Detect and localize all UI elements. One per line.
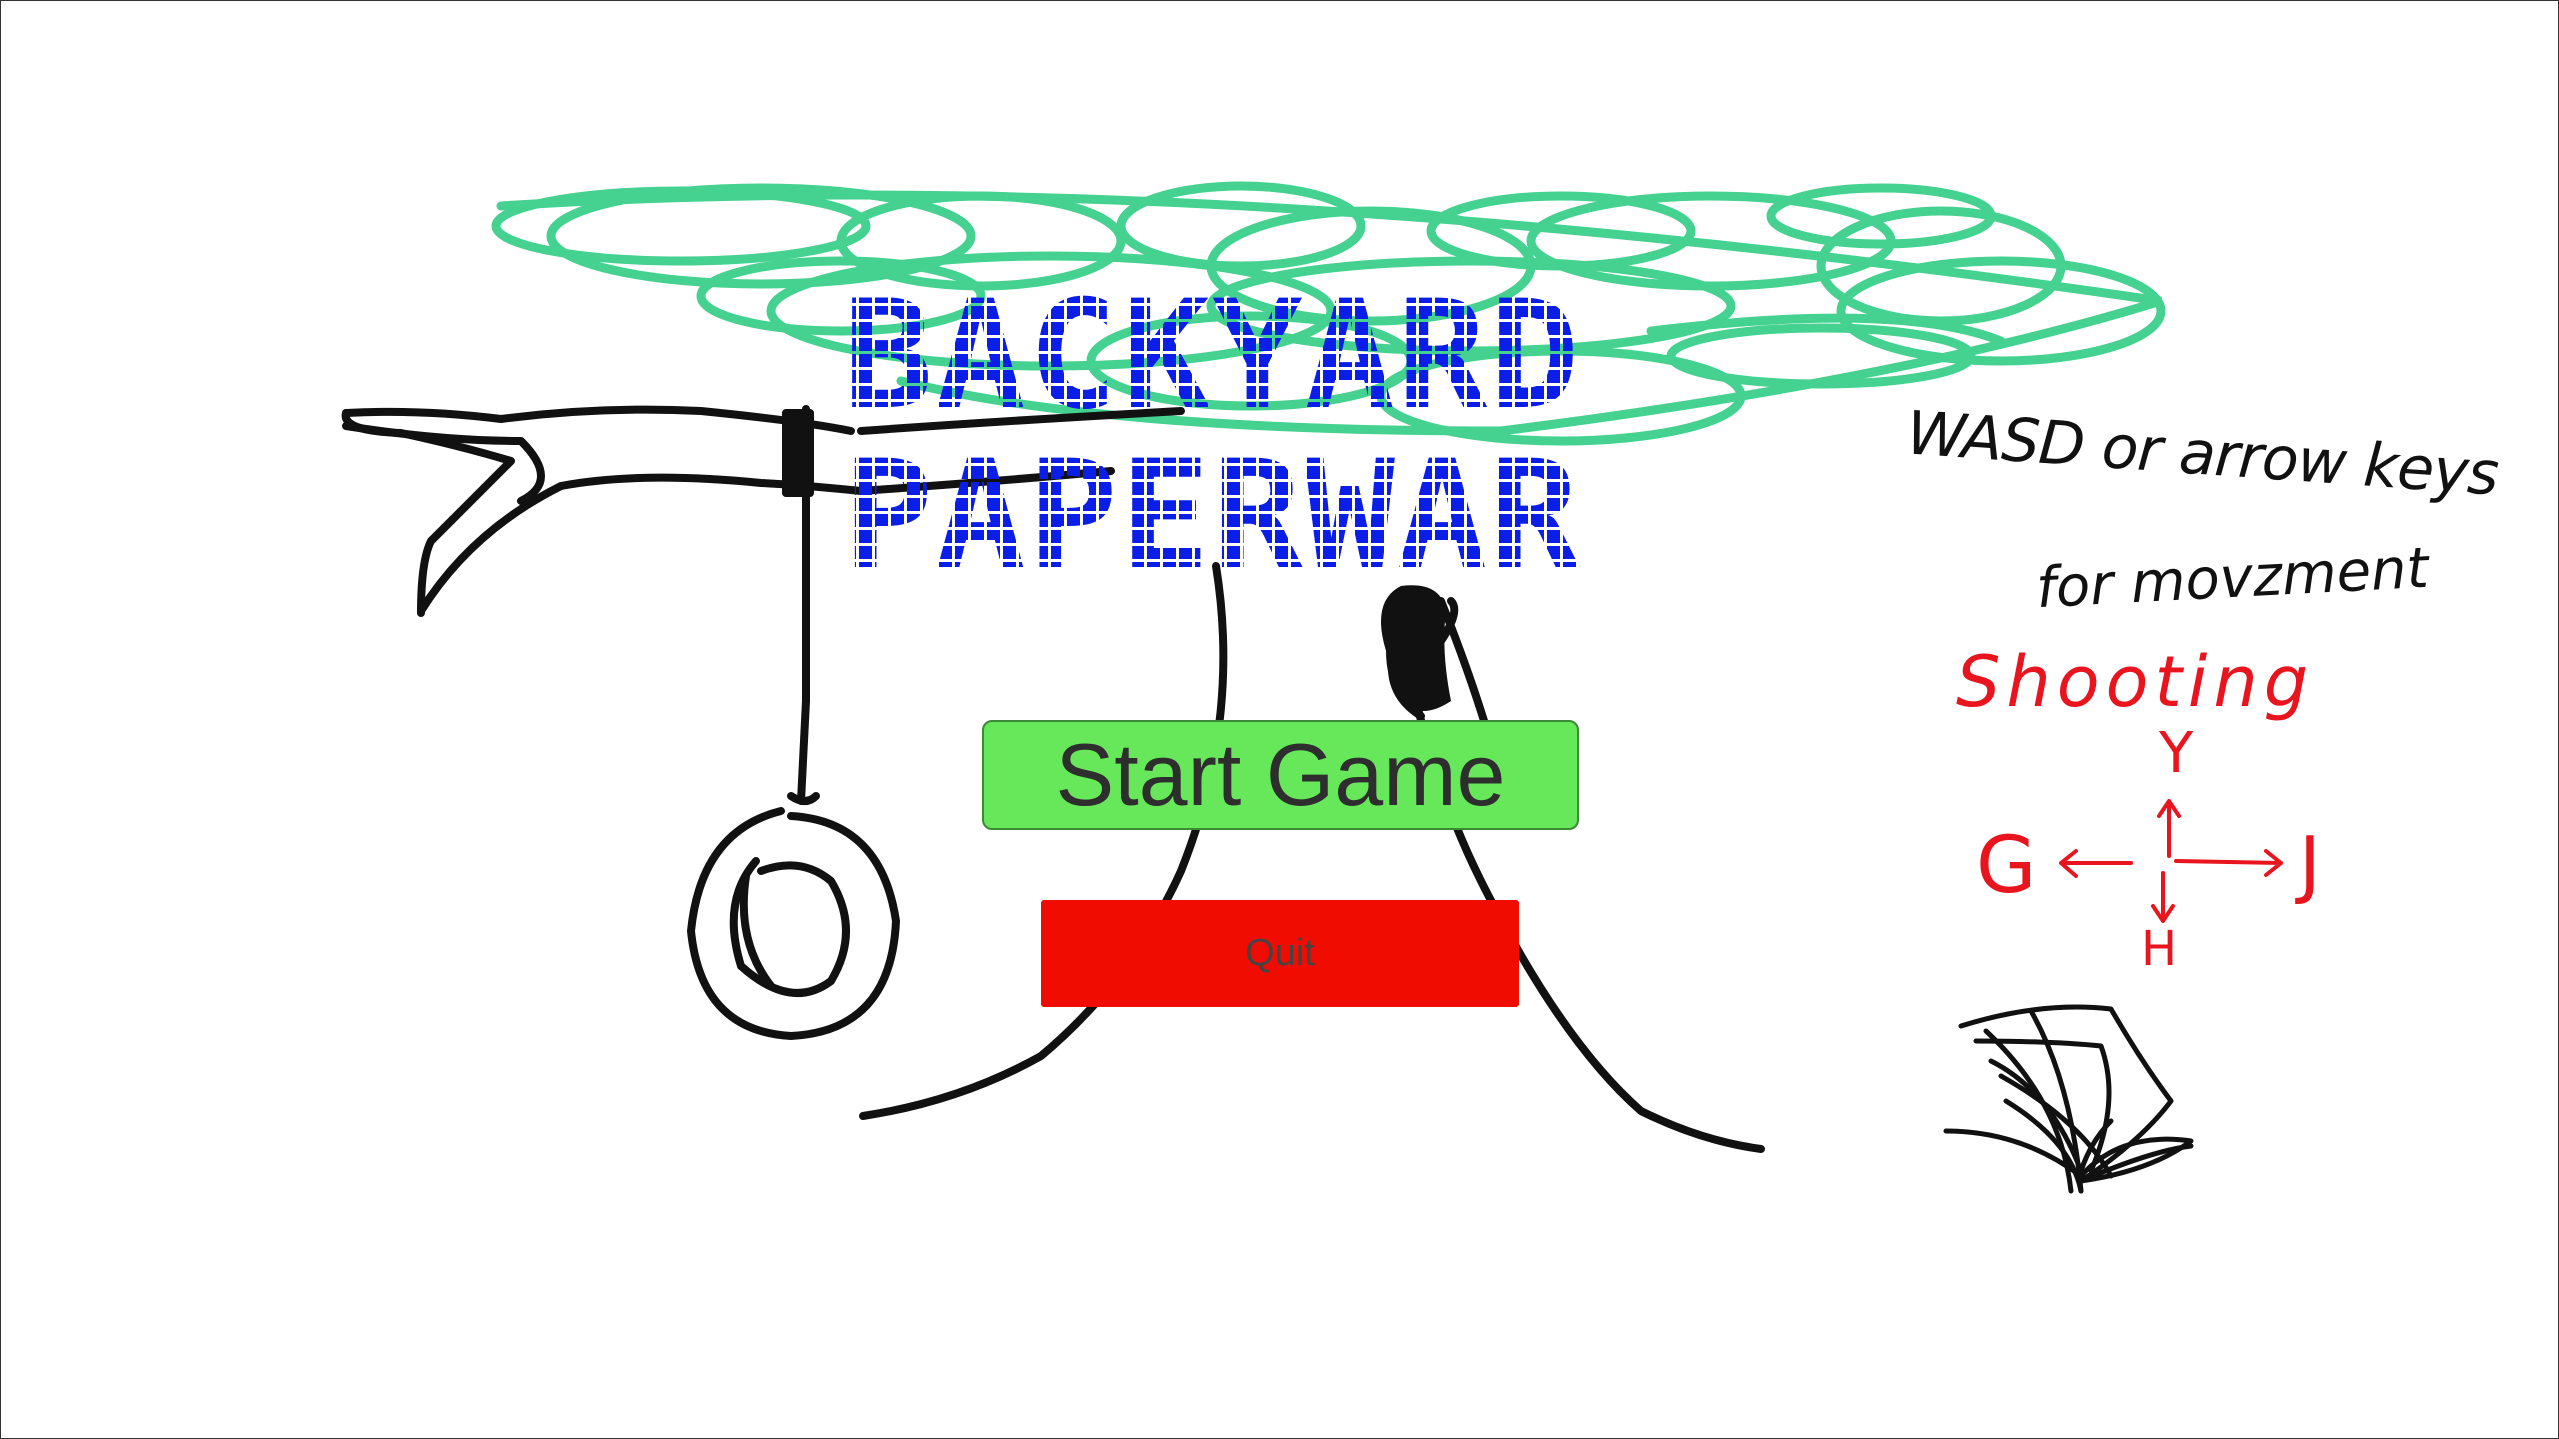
shooting-label: Shooting: [1956, 641, 2315, 723]
shoot-left-key: G: [1976, 821, 2037, 911]
arrow-up-icon: [2157, 799, 2181, 858]
arrow-right-icon: [2174, 849, 2283, 877]
paper-plane-icon: [1943, 1004, 2194, 1194]
tree-trunk: [859, 562, 1765, 1153]
shoot-down-key: H: [2141, 921, 2178, 977]
quit-button[interactable]: Quit: [1041, 900, 1519, 1007]
shoot-right-key: J: [2299, 821, 2321, 907]
tree-branch: [341, 405, 1185, 617]
tree-foliage: [491, 181, 2166, 446]
game-title-line-1: BACKYARD: [843, 269, 1582, 443]
shooting-arrows: [2059, 799, 2283, 923]
game-title-line-2: PAPERWAR: [843, 429, 1582, 603]
shoot-up-key: Y: [2159, 721, 2194, 786]
tire-swing: [686, 405, 901, 1041]
arrow-left-icon: [2059, 849, 2133, 878]
start-game-button[interactable]: Start Game: [982, 720, 1579, 830]
arrow-down-icon: [2151, 871, 2175, 923]
tree-knot: [1381, 585, 1451, 711]
